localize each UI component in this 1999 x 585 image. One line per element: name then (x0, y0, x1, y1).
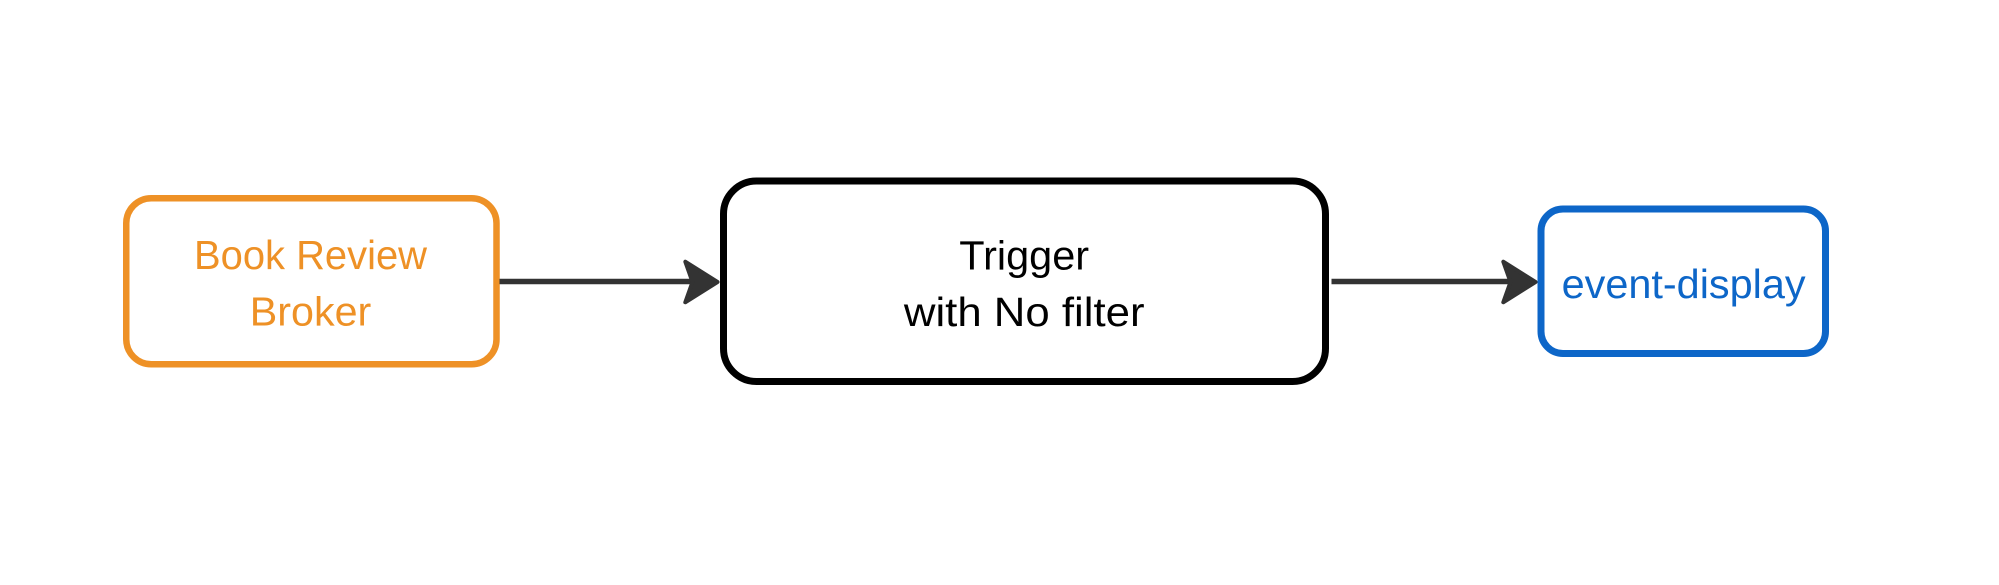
svg-text:Book Review: Book Review (194, 232, 427, 278)
svg-text:Trigger: Trigger (959, 232, 1089, 278)
svg-text:event-display: event-display (1562, 261, 1807, 307)
svg-text:Broker: Broker (250, 289, 372, 335)
svg-text:with No filter: with No filter (903, 289, 1145, 335)
